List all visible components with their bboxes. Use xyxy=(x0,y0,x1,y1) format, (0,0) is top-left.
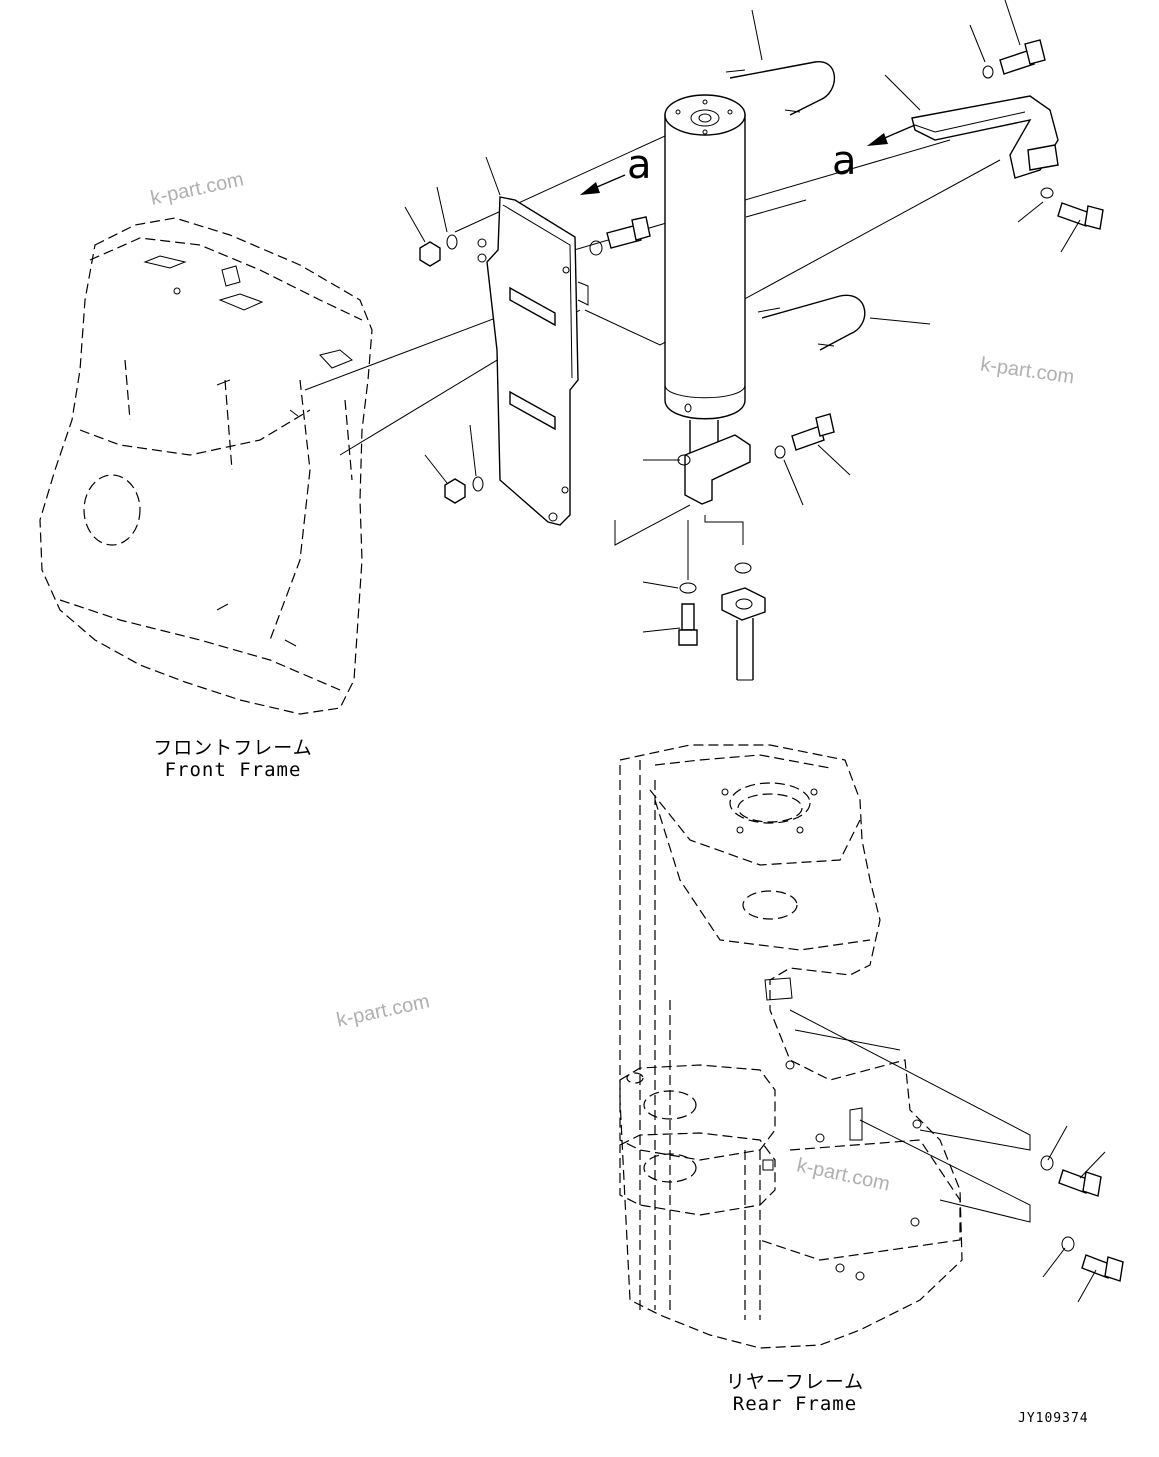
direction-arrows xyxy=(580,124,916,195)
front-frame-label-en: Front Frame xyxy=(164,758,302,781)
front-frame-drawing xyxy=(39,217,373,715)
rear-frame-label-en: Rear Frame xyxy=(732,1392,858,1415)
front-frame-label: フロントフレーム Front Frame xyxy=(148,737,318,782)
rear-frame-drawing xyxy=(619,744,963,1349)
callout-a-right: a xyxy=(832,138,857,184)
fasteners xyxy=(419,39,1104,681)
top-bracket xyxy=(911,95,1059,179)
muffler-cylinder xyxy=(664,94,751,505)
rear-frame-fasteners xyxy=(789,1009,1124,1303)
u-bolts xyxy=(725,61,866,351)
callout-a-left: a xyxy=(627,142,652,188)
front-frame-label-jp: フロントフレーム xyxy=(153,737,313,759)
drawing-number: JY109374 xyxy=(1018,1411,1089,1426)
rear-frame-label-jp: リヤーフレーム xyxy=(725,1371,865,1393)
assembly-lines-upper xyxy=(304,119,1001,546)
part-callout-leaders xyxy=(404,0,1081,633)
mounting-plate xyxy=(477,196,589,526)
rear-frame-label: リヤーフレーム Rear Frame xyxy=(710,1371,880,1416)
